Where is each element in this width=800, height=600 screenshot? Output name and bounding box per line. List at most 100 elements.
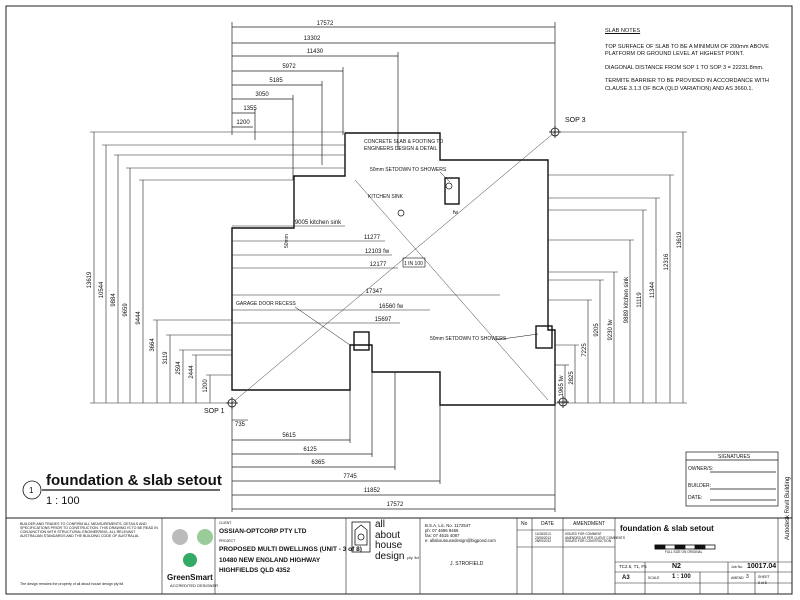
amend-number: 3 (746, 574, 749, 580)
amendment-date-1: 11/08/2013 (535, 532, 551, 536)
dim-top-4: 5972 (282, 64, 296, 70)
slab-notes: SLAB NOTES TOP SURFACE OF SLAB TO BE A M… (605, 28, 775, 99)
slab-note-1: TOP SURFACE OF SLAB TO BE A MINIMUM OF 2… (605, 43, 770, 58)
drawing-scale: 1 : 100 (46, 495, 80, 507)
firm-contact: B.S.A. Lic. No. 1172547 ph: 07 4696 8466… (425, 523, 496, 544)
dim-inner-7: 15697 (375, 317, 392, 323)
concrete-note: CONCRETE SLAB & FOOTING TO ENGINEERS DES… (364, 139, 444, 152)
firm-name: all about house design pty. ltd (375, 519, 419, 562)
dim-right-10: 1965 fw (559, 375, 565, 397)
drawing-number-circle (22, 480, 42, 500)
amend-label: AMEND (731, 576, 744, 580)
project-label: PROJECT (219, 539, 236, 543)
fax-text: fax: 07 4615 4087 (425, 532, 460, 538)
licence-text: B.S.A. Lic. No. 1172547 (425, 523, 471, 528)
top-dim-text: 17572 13302 11430 5972 5185 3050 1355 12… (236, 21, 334, 126)
title-block-grid (161, 518, 792, 594)
dim-right-6: 9230 fw (608, 319, 614, 341)
dim-top-6: 3050 (255, 92, 269, 98)
drop-box (402, 257, 426, 268)
house-design-logo (351, 521, 371, 553)
dim-left-5: 9444 (136, 311, 142, 325)
bottom-dim-text: 5615 6125 6365 7745 11852 17572 (282, 433, 404, 508)
signatures-box (685, 451, 779, 507)
right-dim-text: 13619 12316 11344 11119 9889 kitchen sin… (559, 231, 683, 397)
sop3-label: SOP 3 (565, 117, 586, 124)
label-drop: 1 IN 100 (404, 261, 423, 267)
greensmart-logo (172, 529, 213, 567)
signature-date: DATE: (688, 495, 702, 501)
dim-bottom-6: 17572 (387, 502, 404, 508)
dim-left-7: 3119 (163, 351, 169, 365)
copyright-text: The design remains the property of all a… (20, 582, 124, 586)
dim-right-8: 7225 (582, 343, 588, 357)
label-50mm: 50mm (284, 234, 290, 248)
slab-notes-heading: SLAB NOTES (605, 28, 641, 34)
dim-right-9: 2825 (569, 371, 575, 385)
amendment-text-1: ISSUED FOR COMMENT (565, 532, 602, 536)
amendment-text-3: ISSUED FOR CONSTRUCTION (565, 539, 612, 544)
no-header: No (521, 521, 528, 527)
date-header: DATE (541, 521, 554, 527)
full-size-note: FULL SIZE ON ORIGINAL (665, 550, 703, 554)
sheet-title: foundation & slab setout (620, 524, 714, 533)
firm-word-3: house (375, 540, 403, 551)
scale-label: SCALE (648, 576, 660, 580)
firm-suffix: pty. ltd (407, 554, 419, 560)
annotation-labels: 50mm SETDOWN TO SHOWERS KITCHEN SINK GAR… (236, 167, 507, 342)
dim-bottom-2: 6125 (303, 447, 317, 453)
side-text: Autodesk Revit Building (785, 477, 791, 540)
dim-bottom-3: 6365 (311, 460, 325, 466)
amendment-header: AMENDMENT (573, 521, 606, 527)
amendment-dates: 11/08/2013 23/08/2013 28/09/2013 (535, 532, 551, 544)
signature-builder: BUILDER: (688, 483, 711, 489)
dim-left-4: 9659 (123, 303, 129, 317)
dim-top-2: 13302 (304, 36, 321, 42)
diagonal-line-2 (354, 179, 549, 401)
dim-right-3: 11344 (650, 281, 656, 298)
label-garage-recess: GARAGE DOOR RECESS (236, 301, 296, 307)
greensmart-sub: ACCREDITED DESIGNER (170, 583, 218, 588)
dim-inner-8: 735 (235, 422, 246, 428)
bottom-dimensions (231, 372, 556, 512)
dim-left-2: 10544 (99, 281, 105, 298)
left-dim-text: 13619 10544 9884 9659 9444 3664 3119 259… (87, 271, 209, 393)
drawn-by: J. STROFIELD (450, 561, 484, 567)
dim-left-9: 2444 (189, 365, 195, 379)
amendment-date-2: 23/08/2013 (535, 535, 551, 540)
top-dimensions (231, 22, 556, 180)
sop-marker-right (557, 396, 569, 408)
right-dimensions (548, 131, 687, 404)
drawing-number: 1 (29, 486, 34, 495)
signatures-heading: SIGNATURES (718, 454, 751, 460)
signature-owner: OWNER/S: (688, 466, 713, 472)
amendment-text-2: AMENDED AS PER CLIENT COMMENTS (565, 535, 625, 540)
dim-inner-1: 9005 kitchen sink (295, 220, 342, 226)
firm-word-1: all (375, 519, 386, 530)
amendment-texts: ISSUED FOR COMMENT AMENDED AS PER CLIENT… (565, 532, 625, 544)
job-label: Job No. (731, 565, 744, 569)
inner-dim-text: 9005 kitchen sink 11277 12103 fw 12177 1… (235, 220, 404, 428)
firm-word-4: design pty. ltd (375, 550, 419, 562)
amendment-date-3: 28/09/2013 (535, 539, 551, 544)
dim-inner-3: 12103 fw (365, 249, 390, 255)
project-name: PROPOSED MULTI DWELLINGS (UNIT - 3 of 8) (219, 546, 362, 553)
diagonal-line (231, 131, 556, 404)
firm-word-2: about (375, 529, 401, 541)
client-label: CLIENT (219, 521, 232, 525)
dim-right-2: 12316 (664, 253, 670, 270)
paper-size: A3 (622, 575, 630, 581)
sheet-label: SHEET (758, 575, 770, 579)
dim-left-1: 13619 (87, 271, 93, 288)
dim-top-3: 11430 (307, 49, 324, 55)
greensmart-text: GreenSmart (167, 573, 213, 582)
slab-note-2: DIAGONAL DISTANCE FROM SOP 1 TO SOP 3 = … (605, 64, 764, 71)
disclaimer-text: BUILDER AND TRADES TO CONFIRM ALL MEASUR… (20, 522, 158, 539)
dim-bottom-1: 5615 (282, 433, 296, 439)
sop1-label: SOP 1 (204, 408, 225, 415)
dim-bottom-4: 7745 (343, 474, 357, 480)
sheet-number: N2 (672, 563, 681, 570)
leader-setdown (439, 171, 451, 183)
dim-right-7: 9205 (594, 323, 600, 337)
